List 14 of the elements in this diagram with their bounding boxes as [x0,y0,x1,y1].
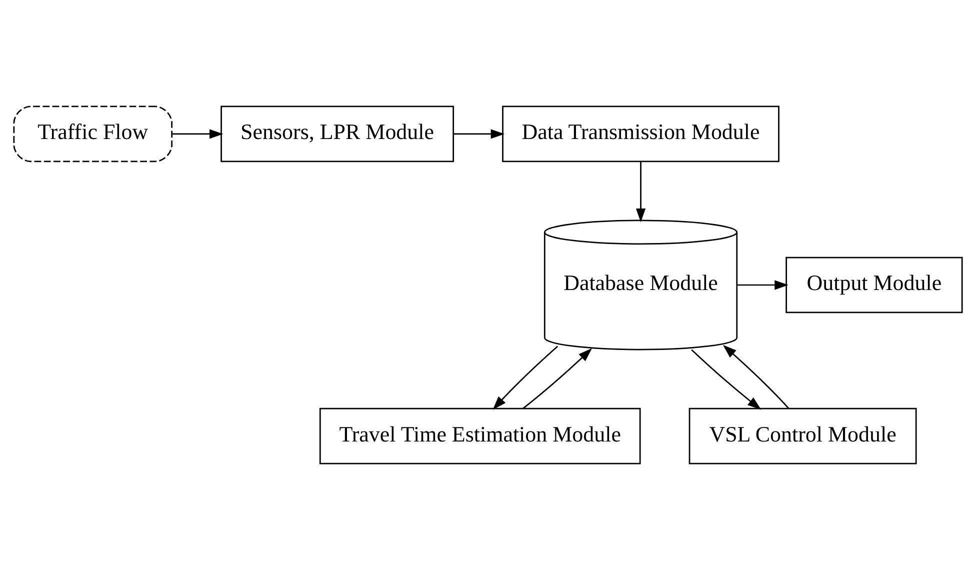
arrow [522,348,592,408]
arrow [736,280,788,290]
arrow [722,344,790,408]
node-box: Traffic Flow [13,105,173,162]
node-box: Output Module [786,256,963,313]
arrow [453,128,505,138]
arrow [691,348,762,410]
arrow [492,345,558,410]
node-box: VSL Control Module [688,407,917,464]
node-box: Travel Time Estimation Module [319,407,641,464]
node-box: Data Transmission Module [502,105,780,162]
arrow [172,128,224,138]
arrow [636,161,646,222]
node-box: Sensors, LPR Module [220,105,454,162]
